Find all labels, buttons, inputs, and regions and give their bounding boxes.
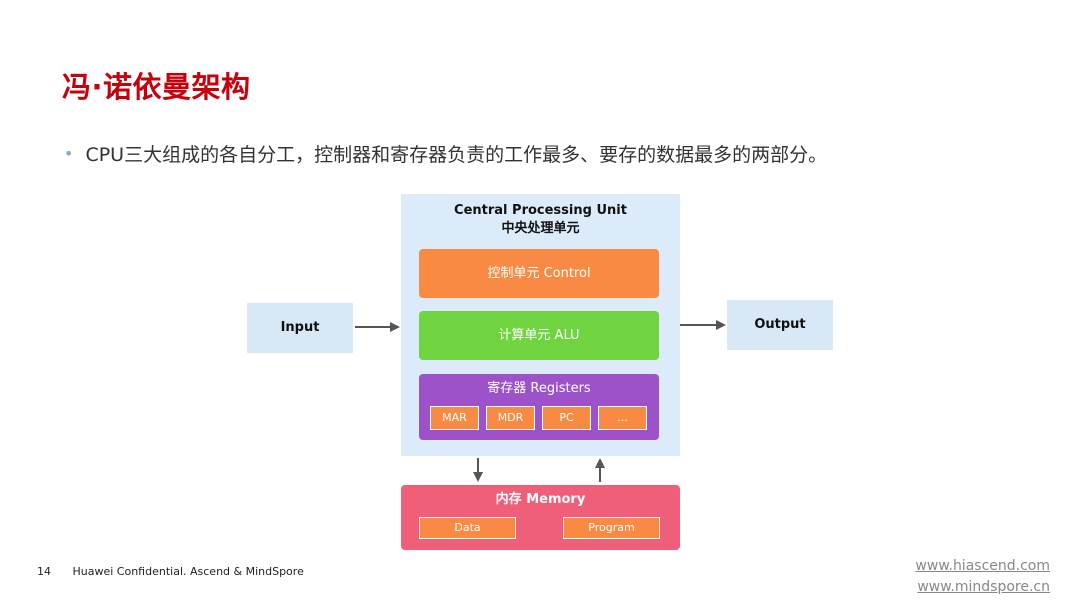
- link-mindspore[interactable]: www.mindspore.cn: [917, 579, 1050, 595]
- control-unit: 控制单元 Control: [419, 249, 659, 298]
- slide-title: 冯·诺依曼架构: [62, 70, 251, 104]
- cpu-title-zh: 中央处理单元: [501, 221, 580, 236]
- input-box: Input: [247, 303, 353, 353]
- confidential-text: Huawei Confidential. Ascend & MindSpore: [72, 565, 304, 578]
- memory-data: Data: [419, 517, 516, 539]
- page-number: 14: [37, 565, 51, 578]
- cpu-title-en: Central Processing Unit: [454, 203, 627, 218]
- output-box: Output: [727, 300, 833, 350]
- register-pc: PC: [542, 406, 591, 430]
- registers-label: 寄存器 Registers: [487, 381, 591, 396]
- register-more: ...: [598, 406, 647, 430]
- link-hiascend[interactable]: www.hiascend.com: [915, 558, 1050, 574]
- cpu-box: Central Processing Unit 中央处理单元 控制单元 Cont…: [401, 194, 680, 456]
- memory-program: Program: [563, 517, 660, 539]
- footer-left: 14 Huawei Confidential. Ascend & MindSpo…: [37, 565, 304, 578]
- memory-label: 内存 Memory: [495, 492, 586, 507]
- registers-list: MAR MDR PC ...: [430, 406, 647, 430]
- register-mdr: MDR: [486, 406, 535, 430]
- registers-unit: 寄存器 Registers MAR MDR PC ...: [419, 374, 659, 440]
- memory-box: 内存 Memory Data Program: [401, 485, 680, 550]
- footer-links: www.hiascend.com www.mindspore.cn: [915, 556, 1050, 598]
- register-mar: MAR: [430, 406, 479, 430]
- bullet-point: • CPU三大组成的各自分工，控制器和寄存器负责的工作最多、要存的数据最多的两部…: [64, 140, 827, 167]
- alu-unit: 计算单元 ALU: [419, 311, 659, 360]
- bullet-dot-icon: •: [64, 144, 74, 163]
- bullet-text: CPU三大组成的各自分工，控制器和寄存器负责的工作最多、要存的数据最多的两部分。: [85, 144, 828, 166]
- cpu-title: Central Processing Unit 中央处理单元: [401, 202, 680, 238]
